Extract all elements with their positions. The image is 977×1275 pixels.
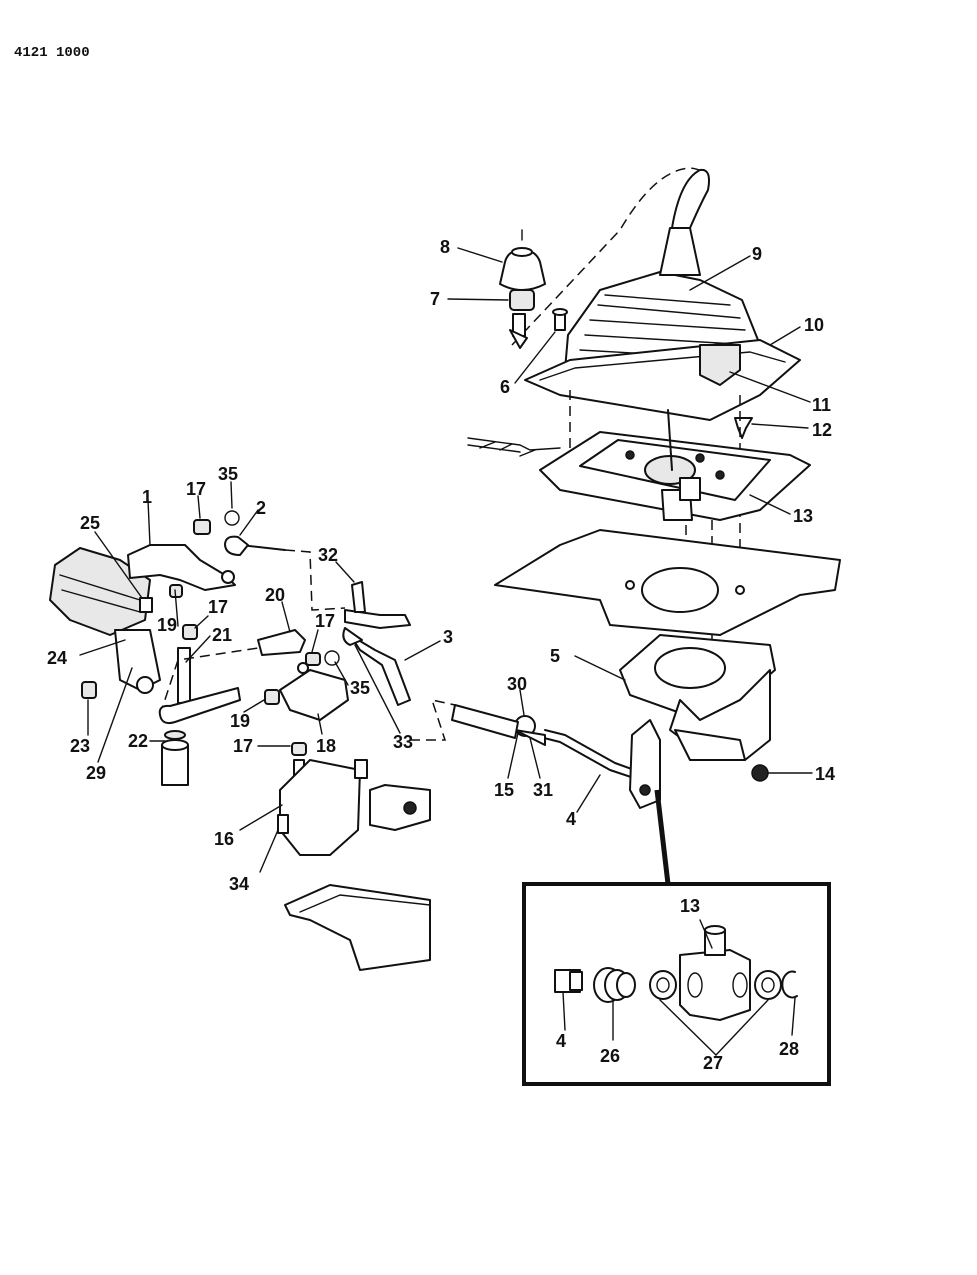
callout-8: 8 [440,237,450,257]
header-code: 4121 1000 [14,45,90,61]
detail-inset [522,789,831,1086]
callout-24: 24 [47,648,67,668]
callout-34: 34 [229,874,249,894]
callout-17-mid-left: 17 [208,597,228,617]
callout-29: 29 [86,763,106,783]
callout-15: 15 [494,780,514,800]
callout-10: 10 [804,315,824,335]
callout-23: 23 [70,736,90,756]
callout-21: 21 [212,625,232,645]
callout-19-upper: 19 [157,615,177,635]
shift-knob [499,229,546,291]
shift-seal-plate [539,409,811,521]
callout-7: 7 [430,289,440,309]
leader-lines [79,247,813,873]
callout-33: 33 [393,732,413,752]
shift-rod [539,719,661,809]
callout-35-top: 35 [218,464,238,484]
callout-9: 9 [752,244,762,264]
floor-pan [494,529,841,636]
inset-labels: 13 4 26 27 28 [556,896,799,1073]
shift-boot-assembly [524,227,801,421]
callout-25: 25 [80,513,100,533]
callout-19-lower: 19 [230,711,250,731]
callout-5: 5 [550,646,560,666]
callout-14: 14 [815,764,835,784]
carpet-edge [467,437,561,457]
callout-20: 20 [265,585,285,605]
callout-2: 2 [256,498,266,518]
callout-13: 13 [793,506,813,526]
shifter-bracket [619,634,776,782]
inset-callout-4: 4 [556,1031,566,1051]
callout-6: 6 [500,377,510,397]
inset-callout-26: 26 [600,1046,620,1066]
linkage-assembly [49,510,431,971]
screw-6 [552,308,568,331]
callout-17-mid: 17 [315,611,335,631]
shift-lever-assembly [499,167,710,349]
screw-12 [734,417,753,439]
callout-4: 4 [566,809,576,829]
callout-22: 22 [128,731,148,751]
callout-1: 1 [142,487,152,507]
callout-12: 12 [812,420,832,440]
callout-11: 11 [812,395,831,415]
callout-18: 18 [316,736,336,756]
callout-35-mid: 35 [350,678,370,698]
callout-17-lower: 17 [233,736,253,756]
callout-16: 16 [214,829,234,849]
knob-nut [509,289,535,349]
callout-30: 30 [507,674,527,694]
callout-32: 32 [318,545,338,565]
callout-31: 31 [533,780,553,800]
callout-labels: 8 7 9 10 6 11 12 13 35 17 1 2 25 32 20 1… [47,237,835,894]
inset-callout-28: 28 [779,1039,799,1059]
cable-sleeve [410,698,519,741]
inset-callout-13: 13 [680,896,700,916]
inset-callout-27: 27 [703,1053,723,1073]
callout-17-top: 17 [186,479,206,499]
callout-3: 3 [443,627,453,647]
